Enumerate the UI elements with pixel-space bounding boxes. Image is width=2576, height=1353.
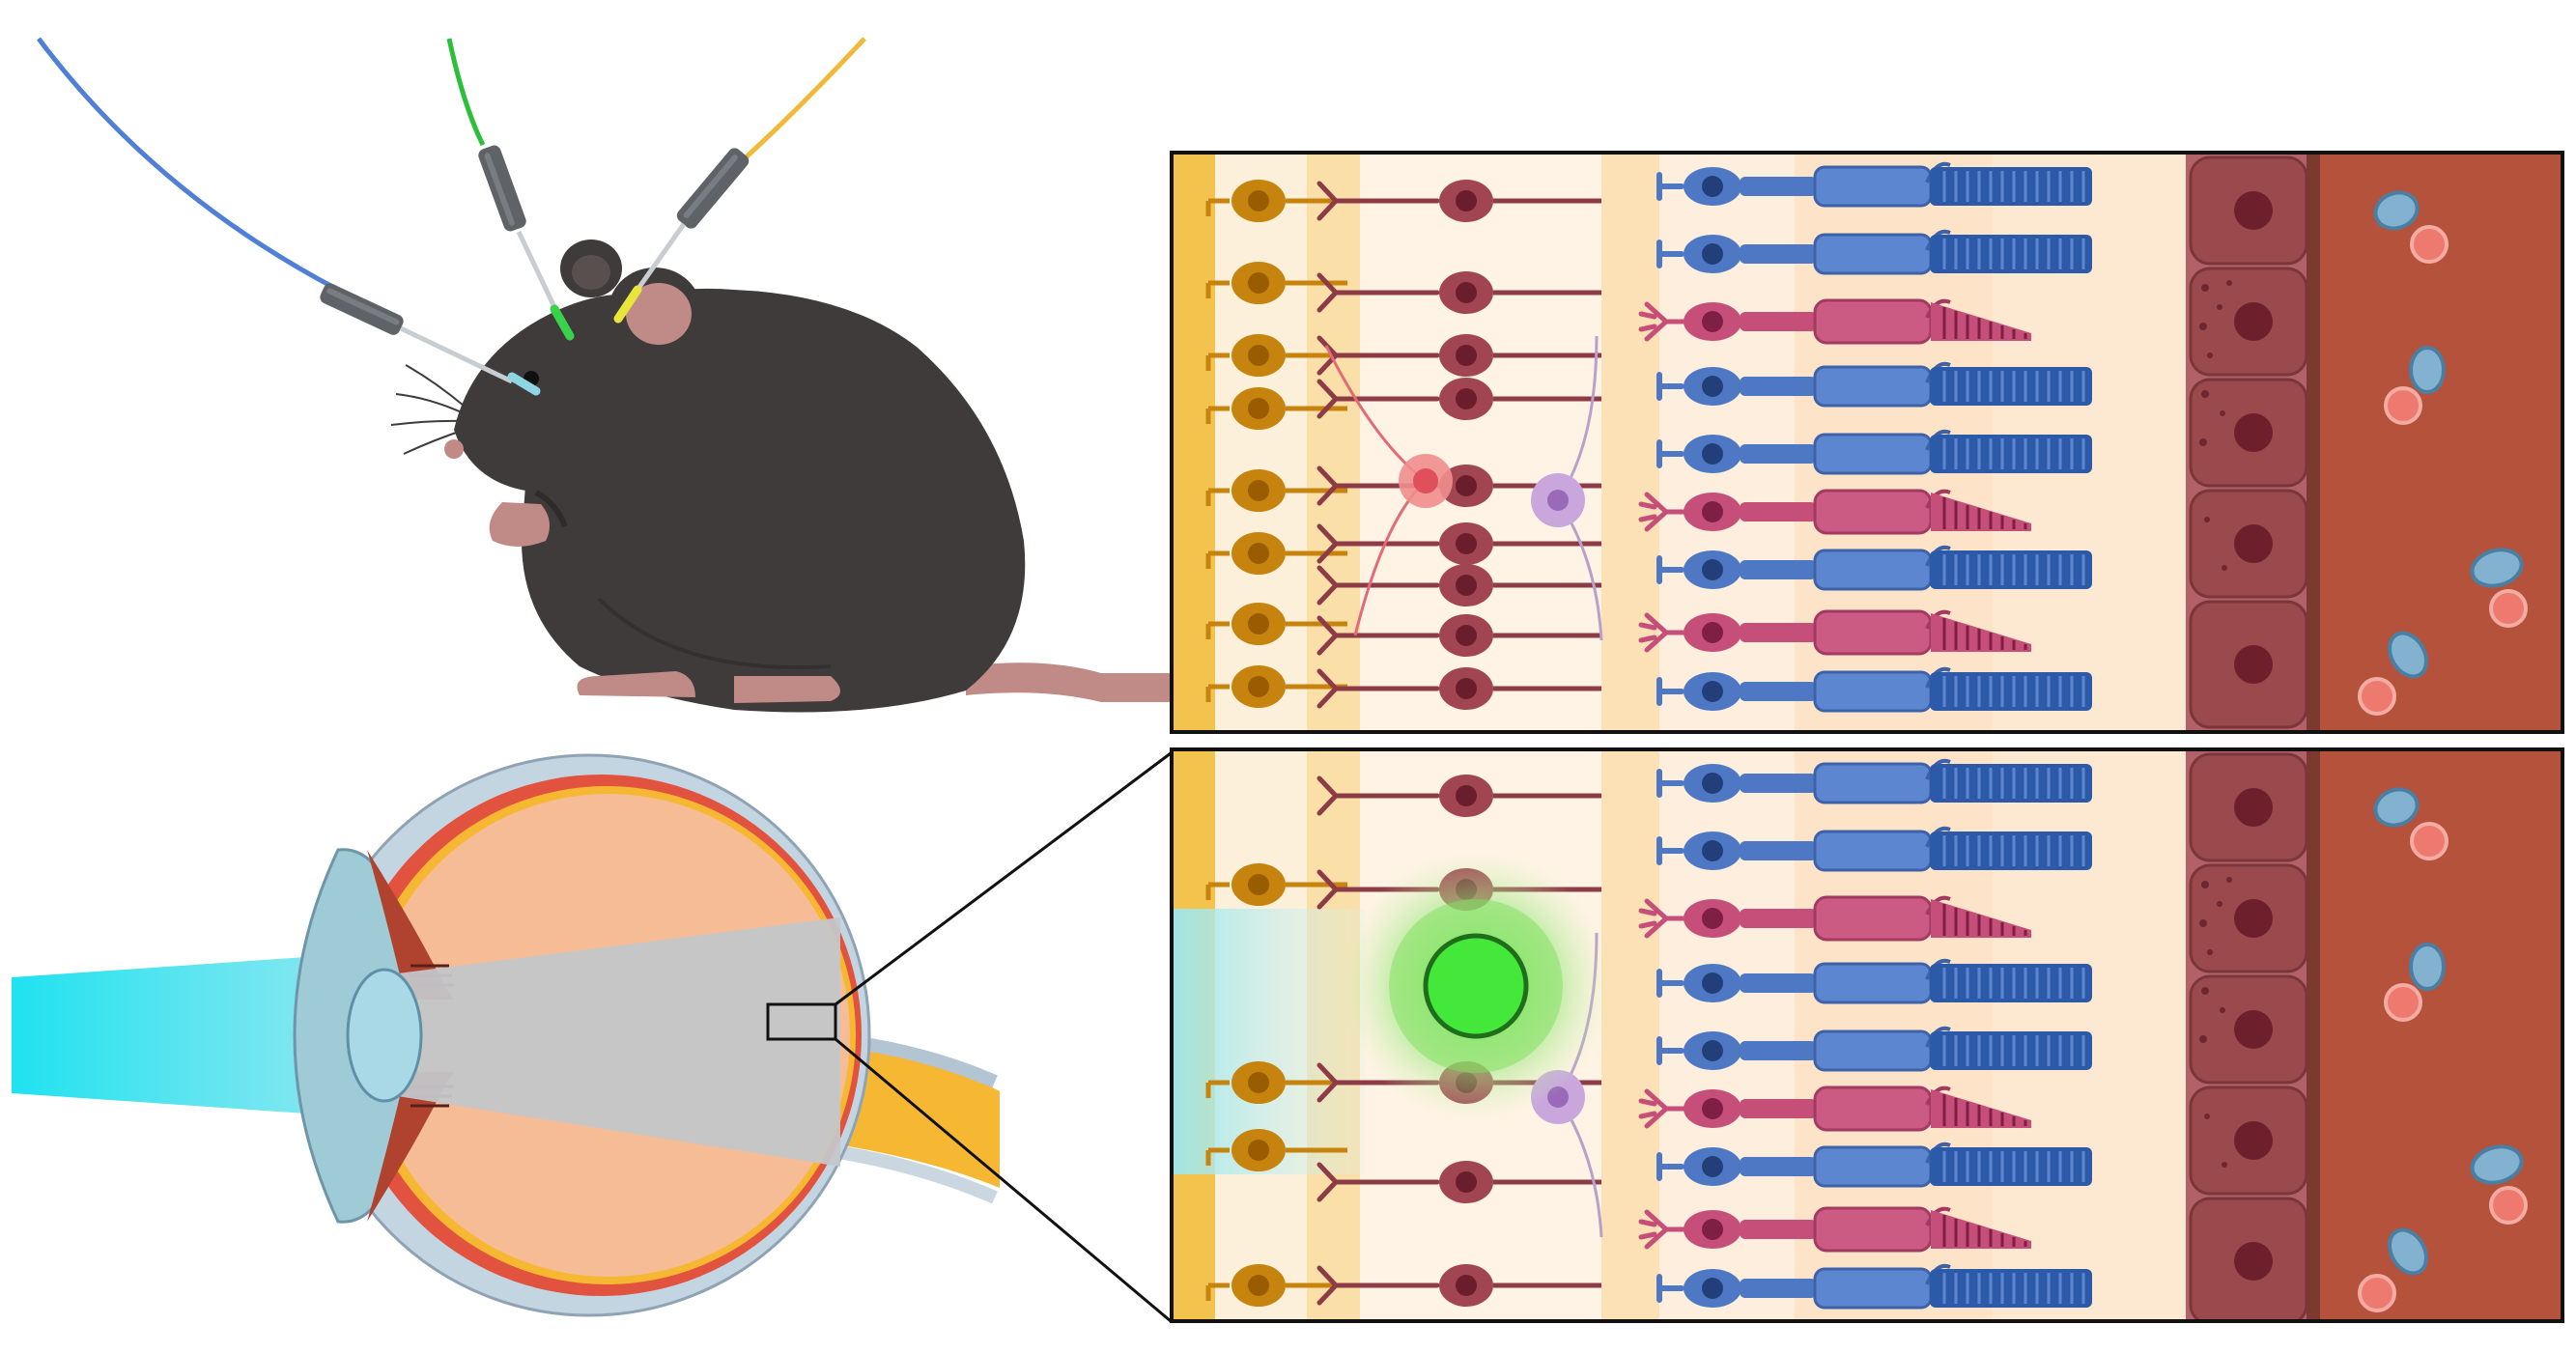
mouse-icon	[390, 240, 1171, 713]
optical-fiber-icon	[37, 37, 866, 396]
activated-neuron-icon	[1341, 851, 1611, 1121]
retina-layers-icon	[1170, 151, 2564, 1323]
eye-cross-section-icon	[12, 751, 1172, 1323]
